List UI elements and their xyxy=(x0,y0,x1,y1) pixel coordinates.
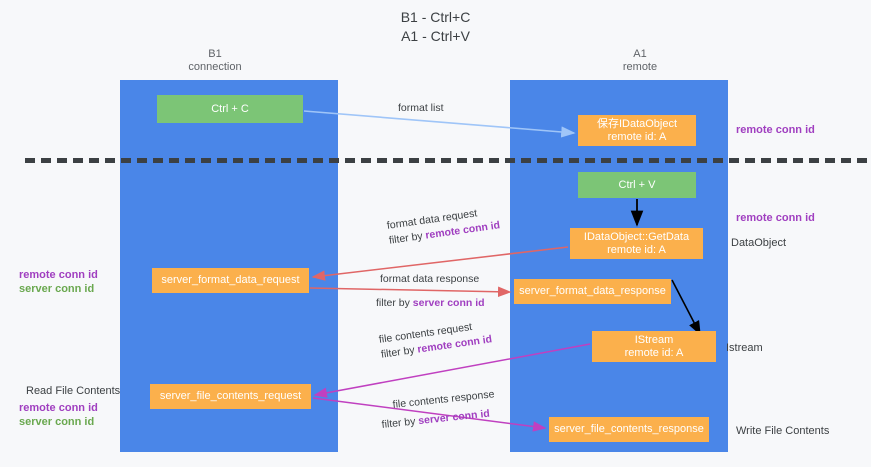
annotation-left-server-conn-id-bot: server conn id xyxy=(19,416,95,428)
node-server-file-contents-response-label: server_file_contents_response xyxy=(554,423,704,435)
node-idataobject-getdata[interactable]: IDataObject::GetData remote id: A xyxy=(570,228,703,259)
edge-label-format-data-response-filter: filter by server conn id xyxy=(376,296,485,311)
node-idataobject-getdata-line1: IDataObject::GetData xyxy=(583,230,690,243)
annotation-read-file-contents: Read File Contents xyxy=(26,385,121,397)
node-ctrl-c-label: Ctrl + C xyxy=(211,102,249,115)
annotation-remote-conn-id-top: remote conn id xyxy=(736,124,815,136)
node-save-idataobject-line1: 保存IDataObject xyxy=(596,117,678,130)
column-header-a1: A1 remote xyxy=(575,48,705,74)
node-save-idataobject-line2: remote id: A xyxy=(607,130,667,143)
node-server-file-contents-request-label: server_file_contents_request xyxy=(159,390,302,402)
annotation-write-file-contents: Write File Contents xyxy=(736,425,830,437)
node-ctrl-v-label: Ctrl + V xyxy=(618,178,656,191)
filter-prefix: filter by xyxy=(388,229,427,247)
node-server-file-contents-request[interactable]: server_file_contents_request xyxy=(150,384,311,409)
annotation-left-remote-conn-id-bot: remote conn id xyxy=(19,402,98,414)
column-header-a1-name: A1 xyxy=(633,48,647,60)
node-server-format-data-response-label: server_format_data_response xyxy=(519,285,666,297)
edge-label-format-data-response: format data response xyxy=(380,272,479,287)
node-idataobject-getdata-line2: remote id: A xyxy=(607,243,666,256)
filter-prefix: filter by xyxy=(380,343,419,361)
annotation-istream: Istream xyxy=(726,342,763,354)
title-line-2: A1 - Ctrl+V xyxy=(401,28,470,44)
node-istream-line2: remote id: A xyxy=(624,346,684,359)
edge-label-file-contents-request: file contents request filter by remote c… xyxy=(378,317,493,362)
edge-label-format-list-text: format list xyxy=(398,102,444,114)
edge-label-format-data-response-text: format data response xyxy=(380,273,480,285)
annotation-left-conn-ids-mid: remote conn id server conn id xyxy=(19,268,98,296)
annotation-left-server-conn-id-mid: server conn id xyxy=(19,283,95,295)
edge-label-format-list: format list xyxy=(398,101,444,116)
annotation-dataobject: DataObject xyxy=(731,237,787,249)
node-ctrl-c[interactable]: Ctrl + C xyxy=(157,95,303,123)
edge-label-format-data-request: format data request filter by remote con… xyxy=(386,203,501,248)
node-server-format-data-response[interactable]: server_format_data_response xyxy=(514,279,671,304)
node-save-idataobject[interactable]: 保存IDataObject remote id: A xyxy=(578,115,696,146)
phase-divider xyxy=(25,158,871,163)
annotation-remote-conn-id-mid: remote conn id xyxy=(736,212,815,224)
node-server-format-data-request[interactable]: server_format_data_request xyxy=(152,268,309,293)
column-header-b1: B1 connection xyxy=(150,48,280,74)
filter-key-server-conn-id: server conn id xyxy=(412,297,485,309)
annotation-left-remote-conn-id-mid: remote conn id xyxy=(19,269,98,281)
column-header-b1-name: B1 xyxy=(208,48,222,60)
filter-key-server-conn-id: server conn id xyxy=(417,407,491,428)
title-line-1: B1 - Ctrl+C xyxy=(400,9,471,25)
annotation-left-conn-ids-bot: remote conn id server conn id xyxy=(19,401,98,429)
filter-prefix: filter by xyxy=(376,297,413,309)
node-ctrl-v[interactable]: Ctrl + V xyxy=(578,172,696,198)
node-server-file-contents-response[interactable]: server_file_contents_response xyxy=(549,417,709,442)
column-header-a1-role: remote xyxy=(622,61,658,73)
node-istream-line1: IStream xyxy=(634,333,674,346)
arrow-format-data-response xyxy=(309,286,512,298)
column-header-b1-role: connection xyxy=(188,61,242,73)
node-istream[interactable]: IStream remote id: A xyxy=(592,331,716,362)
node-server-format-data-request-label: server_format_data_request xyxy=(161,274,300,286)
diagram-title: B1 - Ctrl+C A1 - Ctrl+V xyxy=(0,8,871,46)
filter-prefix: filter by xyxy=(381,415,419,431)
